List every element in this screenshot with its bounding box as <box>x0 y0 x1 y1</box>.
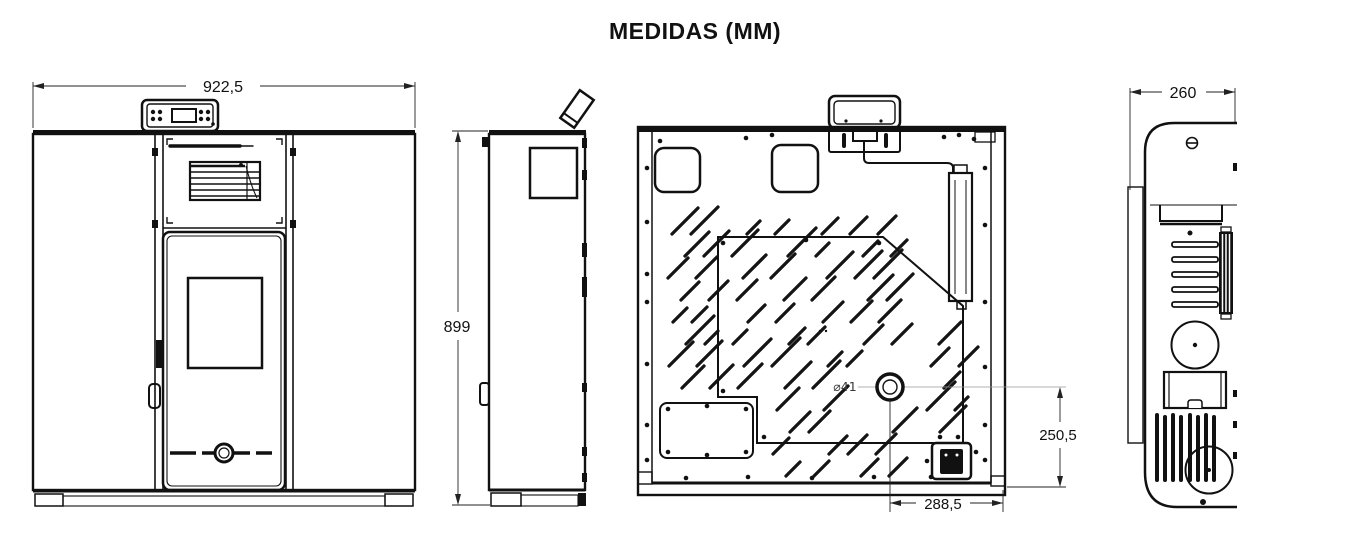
side-base <box>489 488 586 507</box>
dimension-depth: 260 <box>1129 85 1236 190</box>
top-screw <box>1185 136 1199 150</box>
rear-panel-edge <box>1127 186 1144 444</box>
hinge-bar <box>156 340 162 368</box>
horizontal-vents <box>1171 241 1219 308</box>
side-handle <box>479 382 490 406</box>
upper-fan <box>1170 320 1220 370</box>
dimension-front-width: 922,5 <box>32 79 416 128</box>
side-window <box>528 146 579 200</box>
screw-dots <box>644 132 988 481</box>
inner-plate-outline <box>717 236 964 444</box>
right-edge-marks <box>1233 163 1237 459</box>
front-base <box>33 489 415 507</box>
louver-grille <box>188 160 262 202</box>
front-view: 922,5 <box>31 79 417 507</box>
rear-access-panel <box>659 402 754 459</box>
side-hinge-marks <box>582 138 587 482</box>
hole-diameter-label: ⌀41 <box>833 379 856 394</box>
power-socket <box>930 441 973 481</box>
offset-vertical-label: 250,5 <box>1039 427 1077 444</box>
dimension-offset-horizontal: 288,5 <box>889 400 1004 513</box>
recessed-tray <box>1150 204 1237 236</box>
door-handle <box>148 383 161 409</box>
door-window <box>186 276 264 370</box>
right-body-outline <box>1143 121 1237 509</box>
right-side-view: 260 <box>1127 85 1237 509</box>
height-label: 899 <box>444 319 471 336</box>
hinge-strip <box>1219 226 1233 320</box>
front-width-label: 922,5 <box>203 79 243 96</box>
display-screen <box>171 108 197 123</box>
vertical-vents <box>1155 413 1216 482</box>
exhaust-hole: ⌀41 <box>833 372 1066 402</box>
rear-view: ⌀41 288,5 250,5 <box>636 94 1077 513</box>
lower-fan <box>1184 445 1234 495</box>
rear-tube <box>947 164 974 310</box>
component-box <box>1162 370 1228 410</box>
panel-cable <box>863 141 954 173</box>
rear-opening-left <box>653 146 702 194</box>
side-view: 899 <box>444 88 596 507</box>
page-title: MEDIDAS (MM) <box>608 18 782 44</box>
dimension-offset-vertical: 250,5 <box>1007 387 1077 488</box>
vent-slashes <box>666 205 980 478</box>
offset-horizontal-label: 288,5 <box>924 496 962 513</box>
panel-buttons <box>150 109 215 126</box>
exhaust-pipe <box>558 88 596 130</box>
control-panel <box>140 98 220 133</box>
upper-vent-panel <box>163 138 286 229</box>
rear-opening-center <box>770 143 820 194</box>
air-knob <box>170 442 278 464</box>
depth-label: 260 <box>1170 85 1197 102</box>
front-door <box>148 230 287 492</box>
dimension-height: 899 <box>444 130 490 506</box>
